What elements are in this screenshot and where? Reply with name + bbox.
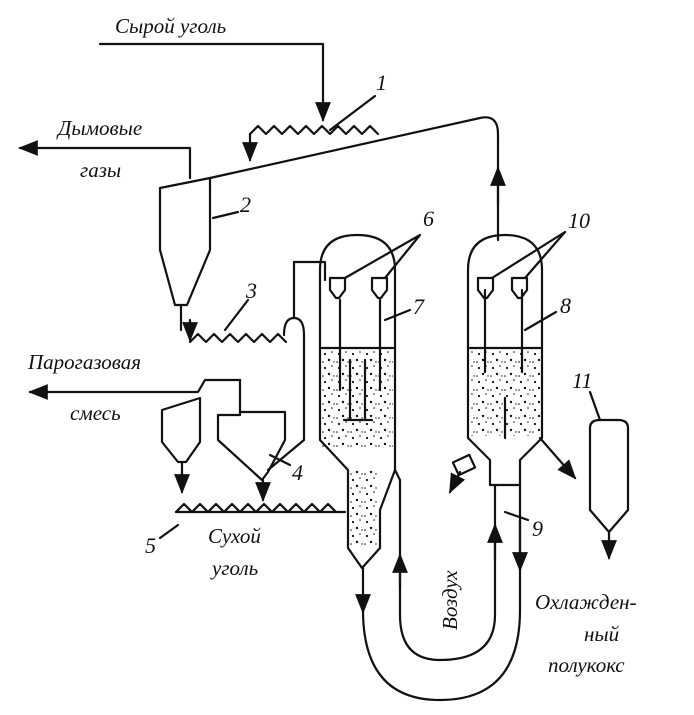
- number-8: 8: [560, 293, 571, 318]
- number-6: 6: [423, 206, 434, 231]
- small-cyclone: [160, 396, 202, 464]
- cyclone-6a: [328, 276, 347, 300]
- leader-5: [158, 523, 180, 540]
- label-air: Воздух: [438, 570, 462, 630]
- reactor-7-lower-bed: [350, 470, 378, 545]
- u-loop-outer: [361, 483, 522, 702]
- number-7: 7: [413, 294, 424, 319]
- air-inlet-line: [448, 470, 466, 494]
- reactor7-to-loop: [393, 468, 402, 522]
- cyclone-2: [158, 176, 212, 307]
- label-dry-coal-1: Сухой: [208, 524, 261, 548]
- leader-10: [490, 230, 567, 280]
- label-semicoke-3: полукокс: [548, 653, 625, 677]
- label-flue-gas-1: Дымовые: [58, 116, 143, 140]
- label-semicoke-1: Охлажден-: [535, 590, 637, 614]
- raw-coal-feed-line: [98, 42, 331, 122]
- number-11: 11: [572, 368, 593, 393]
- label-semicoke-2: ный: [584, 622, 620, 646]
- air-valve: [451, 453, 477, 477]
- leader-2: [211, 210, 240, 220]
- vapor-gas-line: [28, 378, 242, 400]
- number-9: 9: [532, 516, 543, 541]
- conveyor-3: [188, 332, 288, 344]
- leader-9: [503, 510, 530, 522]
- cooler-11-feed: [538, 436, 577, 480]
- reactor-8: [466, 233, 544, 487]
- flue-gas-line: [18, 140, 192, 180]
- number-1: 1: [376, 70, 387, 95]
- separator-4: [216, 378, 287, 482]
- conveyor-5: [174, 502, 338, 514]
- reactor-7-pipes: [338, 298, 382, 422]
- label-vapor-gas-2: смесь: [70, 401, 121, 425]
- riser-to-reactor-line: [292, 260, 327, 320]
- leader-7: [383, 308, 412, 322]
- number-10: 10: [568, 208, 590, 233]
- label-vapor-gas-1: Парогазовая: [28, 350, 142, 374]
- leader-1: [328, 94, 377, 132]
- number-4: 4: [292, 460, 303, 485]
- number-2: 2: [240, 192, 251, 217]
- cooler-11: [588, 418, 630, 534]
- gas-duct: [208, 116, 500, 242]
- leader-8: [523, 310, 558, 332]
- label-dry-coal-2: уголь: [212, 556, 259, 580]
- cyclone-6b: [370, 276, 389, 300]
- reactor-7: [318, 233, 397, 570]
- number-3: 3: [246, 278, 257, 303]
- u-loop-inner: [398, 483, 497, 662]
- leader-6: [343, 233, 422, 280]
- conveyor-1: [248, 124, 380, 136]
- reactor-7-bed: [322, 348, 393, 448]
- cyclone-10b: [510, 276, 529, 300]
- leader-4: [268, 453, 292, 467]
- label-flue-gas-2: газы: [80, 158, 122, 182]
- label-raw-coal: Сырой уголь: [115, 14, 227, 38]
- reactor-8-pipes: [483, 288, 524, 440]
- leader-11: [588, 390, 602, 422]
- number-5: 5: [145, 533, 156, 558]
- leader-3: [223, 298, 250, 332]
